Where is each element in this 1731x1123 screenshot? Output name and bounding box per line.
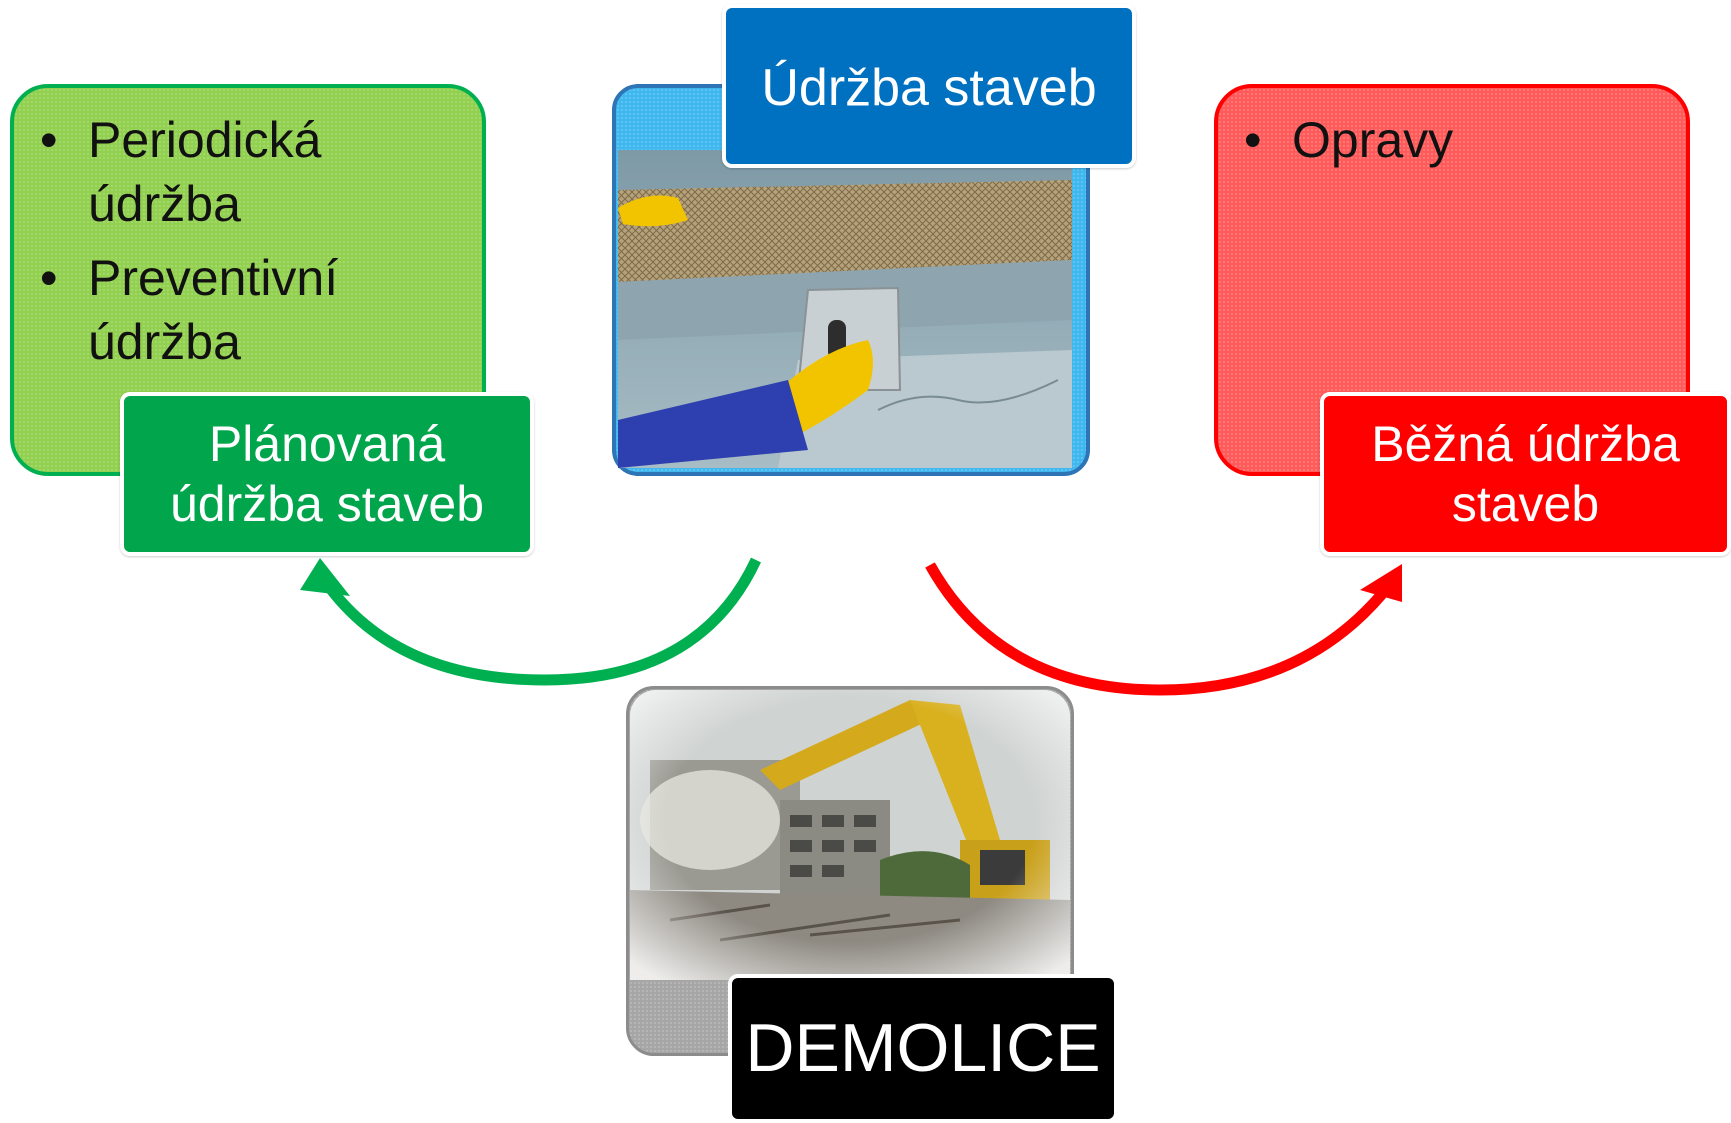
building-maintenance-title: Údržba staveb [722,4,1136,168]
demolition-image [630,690,1070,980]
planned-label-line-2: údržba staveb [169,476,485,532]
list-item: Preventivní údržba [20,246,450,374]
planned-maintenance-label: Plánovaná údržba staveb [120,392,534,556]
building-demolition-excavator-photo [630,690,1070,980]
routine-maintenance-list: Opravy [1224,108,1654,172]
demolition-label: DEMOLICE [728,974,1118,1123]
arrow-to-routine-maintenance [925,562,1402,696]
plastering-wall-image [618,150,1072,468]
list-item: Periodická údržba [20,108,450,236]
list-item: Opravy [1224,108,1654,172]
planned-label-line-1: Plánovaná [208,416,446,472]
routine-label-line-2: staveb [1451,476,1600,532]
routine-maintenance-label: Běžná údržba staveb [1320,392,1731,556]
routine-label-line-1: Běžná údržba [1371,416,1680,472]
planned-maintenance-list: Periodická údržba Preventivní údržba [20,108,450,374]
plastering-wall-photo [618,150,1072,468]
arrow-to-planned-maintenance [300,557,761,686]
